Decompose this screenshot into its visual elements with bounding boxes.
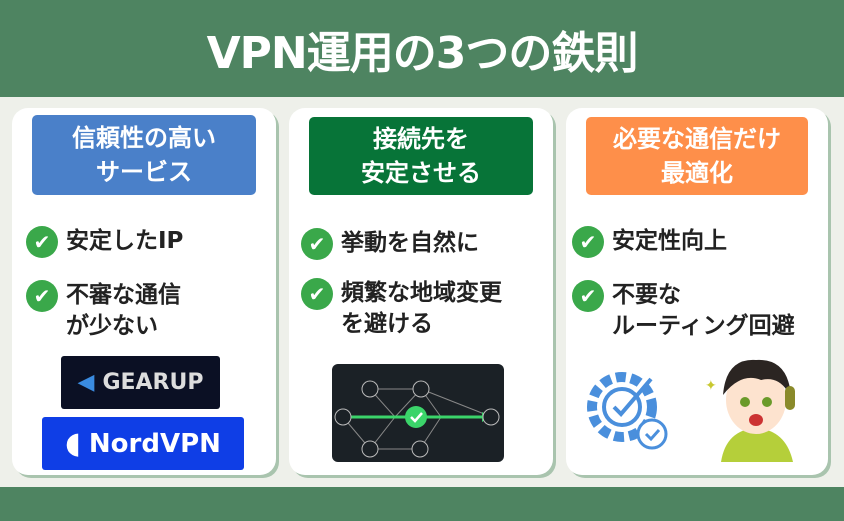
page-title: VPN運用の3つの鉄則: [206, 27, 639, 79]
item-line: 不要な: [612, 282, 681, 308]
check-icon: ✔: [301, 228, 333, 260]
network-diagram-icon: [332, 364, 504, 462]
card-heading: 必要な通信だけ最適化: [586, 117, 808, 195]
item-text: 安定性向上: [612, 228, 727, 254]
check-icon: ✔: [26, 280, 58, 312]
item-line: 不審な通信: [66, 282, 181, 308]
list-item: ✔頻繁な地域変更を避ける: [301, 278, 502, 340]
gear-check-icon: [587, 372, 668, 450]
heading-line: 必要な通信だけ: [613, 125, 781, 153]
heading-line: 接続先を: [373, 125, 469, 153]
logo-text: GEARUP: [102, 370, 204, 395]
list-item: ✔ 安定性向上: [572, 226, 727, 258]
check-icon: ✔: [572, 226, 604, 258]
check-icon: ✔: [26, 226, 58, 258]
check-icon: ✔: [301, 278, 333, 310]
svg-text:✦: ✦: [705, 378, 717, 394]
item-text: 頻繁な地域変更を避ける: [341, 278, 502, 340]
list-item: ✔不審な通信が少ない: [26, 280, 181, 342]
anime-character-avatar: ✦: [705, 359, 795, 462]
item-text: 安定したIP: [66, 228, 184, 254]
list-item: ✔ 挙動を自然に: [301, 228, 479, 260]
gearup-logo: ◀GEARUP: [61, 356, 220, 409]
item-line: 頻繁な地域変更: [341, 280, 502, 306]
item-text: 不審な通信が少ない: [66, 280, 181, 342]
item-line: を避ける: [341, 311, 433, 337]
nordvpn-logo: ◖NordVPN: [42, 417, 244, 470]
item-text: 不要なルーティング回避: [612, 280, 795, 342]
card-stable-connection: 接続先を安定させる ✔挙動を自然に ✔頻繁な地域変更を避ける: [289, 108, 553, 475]
item-text: 挙動を自然に: [341, 230, 479, 256]
card-heading: 信頼性の高いサービス: [32, 115, 256, 195]
heading-line: サービス: [96, 158, 192, 186]
item-line: が少ない: [66, 313, 158, 339]
logo-text: NordVPN: [88, 428, 221, 459]
heading-line: 最適化: [661, 159, 733, 187]
card-heading: 接続先を安定させる: [309, 117, 533, 195]
footer-banner: [0, 487, 844, 521]
item-line: ルーティング回避: [612, 313, 795, 339]
check-icon: ✔: [572, 280, 604, 312]
card-optimize-traffic: 必要な通信だけ最適化 ✔安定性向上 ✔不要なルーティング回避 ✦: [566, 108, 828, 475]
header-banner: VPN運用の3つの鉄則: [0, 0, 844, 97]
card-reliable-service: 信頼性の高いサービス ✔安定したIP ✔不審な通信が少ない ◀GEARUP ◖N…: [12, 108, 276, 475]
list-item: ✔不要なルーティング回避: [572, 280, 795, 342]
heading-line: 安定させる: [361, 159, 481, 187]
heading-line: 信頼性の高い: [72, 124, 216, 152]
list-item: ✔ 安定したIP: [26, 226, 183, 258]
